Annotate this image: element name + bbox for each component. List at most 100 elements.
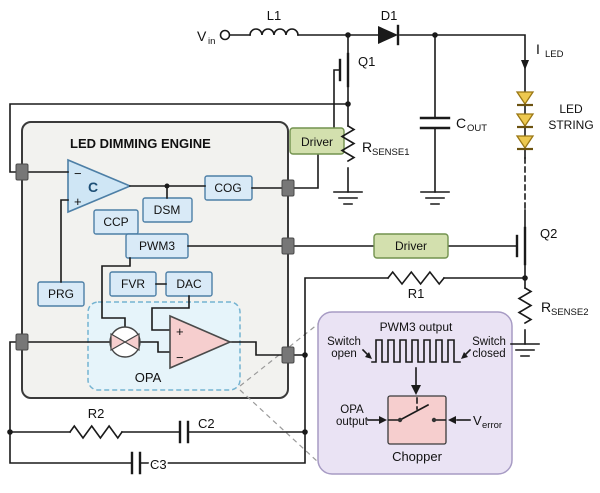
junction-dot — [345, 32, 351, 38]
driver-bottom-box — [373, 233, 449, 259]
chopper-switch-blade — [398, 403, 430, 422]
resistor-rsense2 — [517, 286, 533, 325]
ground-rsense1 — [333, 191, 363, 205]
switch-closed-label-line1: Switch — [472, 336, 506, 348]
block-prg-label: PRG — [48, 287, 74, 301]
pin-comparator-input — [15, 163, 29, 181]
label-c3: C3 — [150, 457, 167, 472]
label-r2: R2 — [88, 406, 105, 421]
pin-opa-input — [15, 333, 29, 351]
chopper-label: Chopper — [392, 449, 443, 464]
chopper-detail-box — [387, 395, 447, 445]
diode-d1 — [378, 24, 400, 46]
verror-label-sub: error — [482, 420, 502, 431]
engine-title: LED DIMMING ENGINE — [70, 136, 211, 151]
chopper-inset-contents: PWM3 output Switch open Switch closed OP… — [327, 320, 506, 464]
pin-cog-output — [281, 179, 295, 197]
block-pwm3-label: PWM3 — [139, 239, 175, 253]
ground-rsense2 — [510, 343, 540, 357]
resistor-r2 — [68, 424, 124, 440]
comparator-label: C — [88, 179, 98, 195]
chopper-switch-contact-left — [397, 417, 403, 423]
opamp-minus: − — [176, 350, 184, 365]
label-led-string-line2: STRING — [548, 118, 593, 132]
label-iled-sub: LED — [545, 49, 564, 60]
iled-arrow — [521, 60, 529, 70]
driver-top-label: Driver — [301, 135, 333, 149]
block-dsm-label: DSM — [154, 203, 181, 217]
chopper-symbol-right-triangle — [123, 332, 140, 352]
label-vin-sub: in — [208, 36, 215, 47]
capacitor-c3 — [130, 451, 142, 475]
junction-dot — [7, 429, 13, 435]
junction-dot — [302, 429, 308, 435]
label-r1: R1 — [408, 286, 425, 301]
verror-arrowhead — [448, 416, 456, 424]
led-3 — [515, 135, 535, 150]
opa-region — [87, 301, 241, 391]
label-cout-sub: OUT — [467, 123, 487, 134]
junction-dots — [7, 32, 528, 435]
mosfet-q1 — [338, 52, 350, 88]
chopper-switch-contact-right — [431, 417, 437, 423]
resistor-r1 — [386, 270, 446, 286]
label-rsense2-sub: SENSE2 — [551, 307, 589, 318]
junction-dot — [432, 32, 438, 38]
driver-top-box — [289, 127, 345, 155]
led-2 — [515, 113, 535, 128]
opa-output-label-line1: OPA — [340, 404, 364, 416]
label-l1: L1 — [267, 8, 281, 23]
capacitor-cout — [419, 116, 451, 130]
label-q2: Q2 — [540, 226, 557, 241]
pwm3-to-chopper-arrowhead — [411, 385, 421, 395]
switch-closed-arrowhead — [461, 352, 468, 359]
junction-dot — [302, 352, 308, 358]
pwm3-waveform — [371, 339, 461, 363]
inductor-l1 — [249, 28, 299, 36]
inset-title: PWM3 output — [380, 320, 453, 334]
junction-dot — [522, 275, 528, 281]
opa-label: OPA — [135, 370, 162, 385]
label-rsense1: R — [362, 139, 372, 155]
verror-label: V — [473, 413, 482, 428]
pin-pwm3-output — [281, 237, 295, 255]
ground-cout — [420, 191, 450, 205]
label-led-string-line1: LED — [559, 102, 583, 116]
led-string — [515, 91, 535, 151]
label-q1: Q1 — [358, 54, 375, 69]
opa-output-label-line2: output — [336, 416, 369, 428]
pin-opa-output — [281, 346, 295, 364]
block-dac-label: DAC — [176, 277, 202, 291]
block-cog-label: COG — [214, 181, 241, 195]
junction-dot — [164, 183, 170, 189]
comparator-plus: + — [74, 194, 82, 209]
label-vin: V — [197, 28, 207, 44]
label-d1: D1 — [381, 8, 398, 23]
label-iled: I — [536, 41, 540, 57]
vin-terminal — [219, 29, 231, 41]
switch-closed-label-line2: closed — [472, 348, 505, 360]
block-ccp — [93, 209, 139, 235]
mosfet-q2 — [515, 226, 527, 266]
block-ccp-label: CCP — [103, 215, 128, 229]
label-rsense1-sub: SENSE1 — [372, 147, 410, 158]
comparator-symbol — [67, 158, 133, 214]
opamp-plus: + — [176, 324, 184, 339]
capacitor-c2 — [178, 420, 190, 444]
resistor-rsense1 — [340, 124, 356, 163]
switch-open-label-line2: open — [331, 348, 357, 360]
led-1 — [515, 91, 535, 106]
driver-bottom-label: Driver — [395, 239, 427, 253]
junction-dot — [345, 101, 351, 107]
label-rsense2: R — [541, 299, 551, 315]
switch-open-arrowhead — [365, 352, 372, 359]
comparator-minus: − — [74, 166, 82, 181]
label-c2: C2 — [198, 416, 215, 431]
switch-open-label-line1: Switch — [327, 336, 361, 348]
engine-pins — [15, 163, 295, 364]
diode-d1-triangle — [378, 26, 398, 44]
opamp-symbol — [169, 314, 233, 370]
label-cout: C — [456, 115, 466, 131]
